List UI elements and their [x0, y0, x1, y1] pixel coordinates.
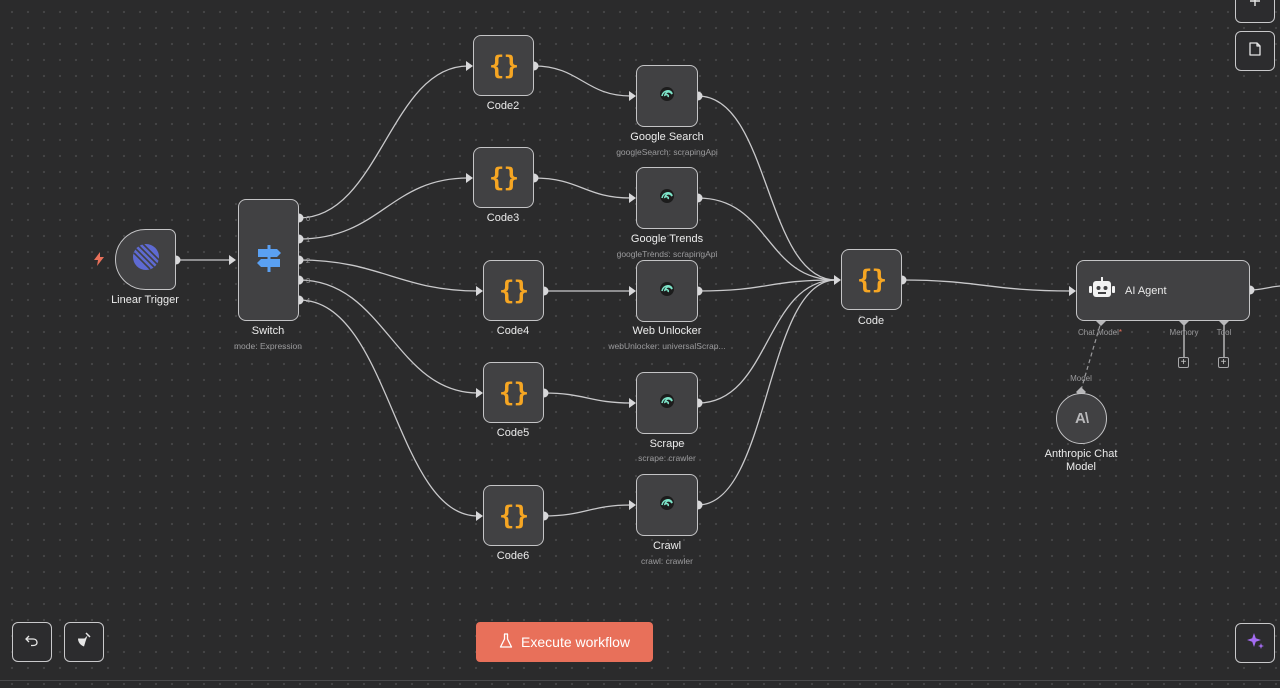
code-node[interactable]: {}: [841, 249, 902, 310]
swirl-logo-icon: [658, 392, 676, 415]
switch-output-0-label: 0: [306, 214, 311, 223]
signpost-icon: [255, 243, 283, 278]
switch-output-2-label: 2: [306, 256, 311, 265]
code-label: Code: [857, 315, 885, 327]
code3-node[interactable]: {}: [473, 147, 534, 208]
chat-model-input-text: Chat Model: [1077, 328, 1119, 337]
switch-output-1-label: 1: [306, 235, 311, 244]
braces-icon: {}: [856, 264, 887, 295]
tidy-up-button[interactable]: [64, 622, 104, 662]
code4-label: Code4: [496, 325, 530, 337]
braces-icon: {}: [488, 162, 519, 193]
ai-agent-node[interactable]: AI Agent: [1076, 260, 1250, 321]
edge-gsearch-code: [697, 95, 837, 281]
edge-switch-code5: [298, 279, 479, 394]
edge-webunlocker-code: [697, 279, 837, 292]
zoom-in-button[interactable]: [1235, 0, 1275, 23]
anthropic-label-line2: Model: [1066, 461, 1096, 473]
edge-code-agent: [901, 279, 1072, 292]
plus-icon: [1249, 0, 1261, 12]
braces-icon: {}: [488, 50, 519, 81]
sparkle-icon: [1245, 631, 1265, 656]
linear-trigger-node[interactable]: [115, 229, 176, 290]
model-output-label: Model: [1070, 374, 1092, 383]
robot-icon: [1089, 277, 1115, 304]
execute-workflow-label: Execute workflow: [521, 634, 630, 650]
canvas-bottom-divider: [0, 680, 1280, 681]
tool-input-label: Tool: [1216, 328, 1232, 337]
anthropic-label-line1: Anthropic Chat: [1044, 448, 1118, 460]
swirl-logo-icon: [658, 280, 676, 303]
braces-icon: {}: [498, 500, 529, 531]
crawl-label: Crawl: [652, 540, 682, 552]
sticky-note-icon: [1248, 41, 1262, 61]
scrape-node[interactable]: [636, 372, 698, 434]
google-trends-label: Google Trends: [630, 233, 704, 245]
edge-code3-gtrends: [533, 177, 632, 199]
code2-node[interactable]: {}: [473, 35, 534, 96]
google-search-sublabel: googleSearch: scrapingApi: [616, 147, 718, 157]
code6-node[interactable]: {}: [483, 485, 544, 546]
braces-icon: {}: [498, 275, 529, 306]
undo-button[interactable]: [12, 622, 52, 662]
edge-switch-code4: [298, 259, 479, 292]
scrape-sublabel: scrape: crawler: [638, 453, 696, 463]
braces-icon: {}: [498, 377, 529, 408]
switch-sublabel: mode: Expression: [233, 341, 303, 351]
swirl-logo-icon: [658, 187, 676, 210]
code3-label: Code3: [486, 212, 520, 224]
flask-icon: [499, 632, 513, 652]
anthropic-chat-model-node[interactable]: A\: [1056, 393, 1107, 444]
code4-node[interactable]: {}: [483, 260, 544, 321]
edge-switch-code3: [298, 177, 469, 240]
add-tool-button[interactable]: +: [1218, 357, 1229, 368]
memory-input-label: Memory: [1169, 328, 1199, 337]
linear-trigger-label: Linear Trigger: [111, 294, 179, 306]
switch-output-4-label: 4: [306, 296, 311, 305]
ai-agent-label: AI Agent: [1125, 284, 1167, 297]
scrape-label: Scrape: [649, 438, 685, 450]
ai-assistant-button[interactable]: [1235, 623, 1275, 663]
edge-code5-scrape: [543, 392, 632, 404]
switch-output-3-label: 3: [306, 276, 311, 285]
edge-gtrends-code: [697, 197, 837, 281]
swirl-logo-icon: [658, 85, 676, 108]
add-memory-button[interactable]: +: [1178, 357, 1189, 368]
crawl-node[interactable]: [636, 474, 698, 536]
web-unlocker-sublabel: webUnlocker: universalScrap...: [608, 341, 726, 351]
swirl-logo-icon: [658, 494, 676, 517]
web-unlocker-label: Web Unlocker: [632, 325, 702, 337]
crawl-sublabel: crawl: crawler: [641, 556, 693, 566]
broom-icon: [76, 631, 92, 653]
linear-logo-icon: [132, 243, 160, 276]
chat-model-input-label: Chat Model*: [1078, 328, 1122, 337]
google-search-label: Google Search: [630, 131, 704, 143]
execute-workflow-button[interactable]: Execute workflow: [476, 622, 653, 662]
code2-label: Code2: [486, 100, 520, 112]
add-sticky-note-button[interactable]: [1235, 31, 1275, 71]
code5-node[interactable]: {}: [483, 362, 544, 423]
trigger-bolt-icon: [93, 252, 105, 271]
google-trends-sublabel: googleTrends: scrapingApi: [616, 249, 718, 259]
switch-node[interactable]: [238, 199, 299, 321]
web-unlocker-node[interactable]: [636, 260, 698, 322]
edge-code2-gsearch: [533, 65, 632, 97]
anthropic-logo-icon: A\: [1075, 410, 1089, 427]
code6-label: Code6: [496, 550, 530, 562]
edge-switch-code2: [298, 65, 469, 219]
code5-label: Code5: [496, 427, 530, 439]
required-mark: *: [1118, 328, 1123, 337]
switch-label: Switch: [251, 325, 285, 337]
edge-switch-code6: [298, 299, 479, 517]
undo-icon: [25, 633, 39, 652]
edge-code6-crawl: [543, 504, 632, 517]
google-trends-node[interactable]: [636, 167, 698, 229]
edge-crawl-code: [697, 279, 837, 506]
edge-agent-out: [1249, 285, 1280, 291]
google-search-node[interactable]: [636, 65, 698, 127]
